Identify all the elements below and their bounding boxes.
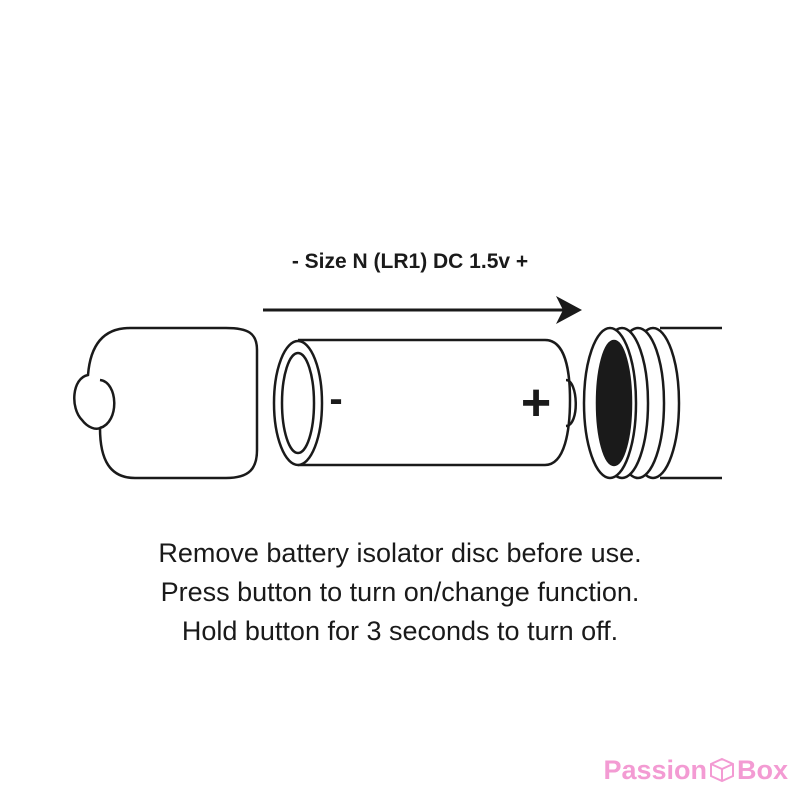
watermark-text-box: Box: [736, 754, 788, 785]
box-icon: [709, 757, 734, 783]
passionbox-watermark: Passion Box: [603, 750, 788, 790]
insertion-arrow: [263, 296, 582, 324]
device-cap: [73, 326, 259, 480]
battery-minus-symbol: -: [329, 377, 342, 421]
battery: [272, 338, 577, 467]
battery-plus-symbol: +: [521, 374, 551, 432]
instruction-line: Hold button for 3 seconds to turn off.: [181, 616, 619, 646]
instruction-line: Remove battery isolator disc before use.: [158, 538, 642, 568]
battery-spec-label: - Size N (LR1) DC 1.5v +: [291, 250, 529, 273]
instruction-line: Press button to turn on/change function.: [160, 577, 640, 607]
watermark-text-passion: Passion: [603, 754, 707, 785]
device-body: [582, 326, 722, 480]
instructions: Remove battery isolator disc before use.…: [40, 534, 760, 651]
